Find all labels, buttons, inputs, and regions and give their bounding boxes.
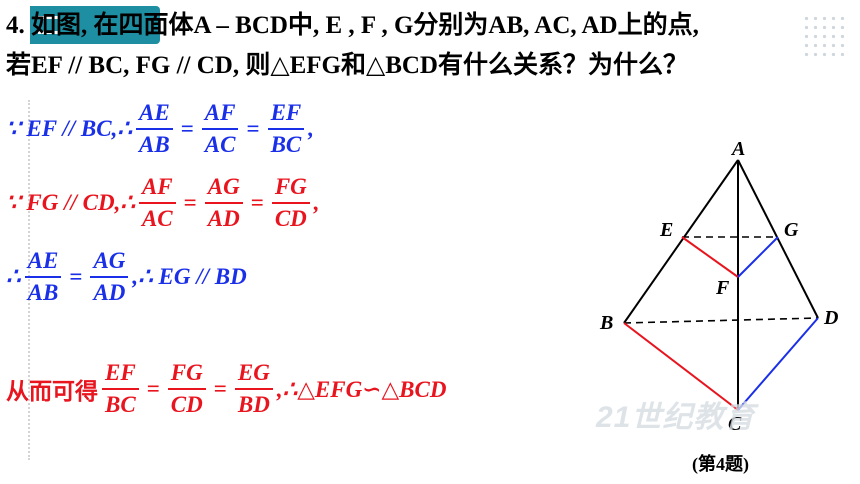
edge-bd-dashed	[623, 317, 819, 324]
edge-bc-red	[623, 322, 739, 411]
conclusion-suffix: ,∴△EFG∽△BCD	[276, 376, 447, 402]
fraction-denominator: BC	[267, 128, 305, 160]
dotted-margin-line	[28, 100, 30, 460]
step-1-suffix: ,	[308, 116, 315, 141]
problem-line-1: 4. 如图, 在四面体A – BCD中, E , F , G分别为AB, AC,…	[6, 12, 699, 39]
fraction-af-ac: AF AC	[201, 98, 239, 160]
fraction-ef-bc: EF BC	[267, 98, 305, 160]
fraction-denominator: CD	[271, 202, 310, 234]
corner-tab-decoration	[30, 6, 160, 44]
fraction-numerator: AG	[93, 248, 126, 273]
fraction-ae-ab: AE AB	[136, 98, 173, 160]
label-d: D	[823, 307, 838, 329]
equals-sign: =	[180, 116, 194, 141]
fraction-ag-ad: AG AD	[90, 246, 129, 308]
fraction-numerator: FG	[274, 174, 307, 199]
fraction-af-ac: AF AC	[138, 172, 176, 234]
edge-cd-blue	[737, 317, 819, 411]
equals-sign: =	[246, 116, 260, 141]
label-g: G	[784, 219, 799, 241]
fraction-denominator: AC	[138, 202, 176, 234]
fraction-fg-cd: FG CD	[167, 358, 206, 420]
fraction-numerator: AE	[139, 100, 170, 125]
label-f: F	[715, 277, 730, 299]
equals-sign: =	[146, 376, 160, 401]
fraction-denominator: AD	[90, 276, 129, 308]
figure-caption: (第4题)	[692, 454, 749, 474]
step-2-suffix: ,	[313, 190, 320, 215]
fraction-ag-ad: AG AD	[204, 172, 243, 234]
segment-fg-blue	[737, 236, 779, 278]
fraction-numerator: AE	[27, 248, 59, 273]
step-3-prefix: ∴	[6, 264, 21, 289]
fraction-eg-bd: EG BD	[234, 358, 273, 420]
tetrahedron-figure: A B C D E F G	[599, 138, 838, 435]
fraction-numerator: AF	[141, 174, 173, 199]
label-c: C	[728, 413, 742, 435]
fraction-denominator: BD	[234, 388, 273, 420]
label-a: A	[730, 138, 745, 160]
edge-ad	[737, 159, 819, 319]
fraction-ae-ab: AE AB	[24, 246, 62, 308]
fraction-numerator: AF	[204, 100, 236, 125]
fraction-denominator: BC	[102, 388, 139, 420]
fraction-denominator: AC	[201, 128, 239, 160]
edge-ab	[623, 159, 739, 324]
fraction-denominator: AB	[136, 128, 173, 160]
fraction-numerator: FG	[170, 360, 203, 385]
solution-conclusion: 从而可得 EF BC = FG CD = EG BD ,∴△EFG∽△BCD	[6, 358, 446, 420]
equals-sign: =	[250, 190, 264, 215]
watermark-logo: 21世纪教育	[596, 401, 756, 434]
step-2-prefix: ∵ FG // CD,∴	[6, 190, 135, 215]
fraction-numerator: AG	[207, 174, 240, 199]
equals-sign: =	[69, 264, 83, 289]
fraction-numerator: EF	[270, 100, 302, 125]
label-e: E	[659, 219, 673, 241]
segment-ef-red	[681, 236, 739, 278]
label-b: B	[599, 312, 613, 334]
equals-mark-icon	[38, 16, 60, 34]
fraction-numerator: EG	[237, 360, 270, 385]
fraction-denominator: CD	[167, 388, 206, 420]
fraction-fg-cd: FG CD	[271, 172, 310, 234]
conclusion-prefix: 从而可得	[6, 379, 98, 404]
equals-sign: =	[183, 190, 197, 215]
step-3-suffix: ,∴ EG // BD	[132, 264, 247, 289]
fraction-denominator: AB	[24, 276, 62, 308]
fraction-ef-bc: EF BC	[102, 358, 139, 420]
fraction-denominator: AD	[204, 202, 243, 234]
problem-line-2: 若EF // BC, FG // CD, 则△EFG和△BCD有什么关系？为什么…	[6, 52, 688, 79]
step-1-prefix: ∵ EF // BC,∴	[6, 116, 132, 141]
dot-grid-decoration	[802, 14, 846, 58]
solution-step-3: ∴ AE AB = AG AD ,∴ EG // BD	[6, 246, 247, 308]
solution-step-2: ∵ FG // CD,∴ AF AC = AG AD = FG CD ,	[6, 172, 320, 234]
solution-step-1: ∵ EF // BC,∴ AE AB = AF AC = EF BC ,	[6, 98, 314, 160]
fraction-numerator: EF	[105, 360, 136, 385]
equals-sign: =	[213, 376, 227, 401]
problem-statement: 4. 如图, 在四面体A – BCD中, E , F , G分别为AB, AC,…	[6, 6, 826, 86]
